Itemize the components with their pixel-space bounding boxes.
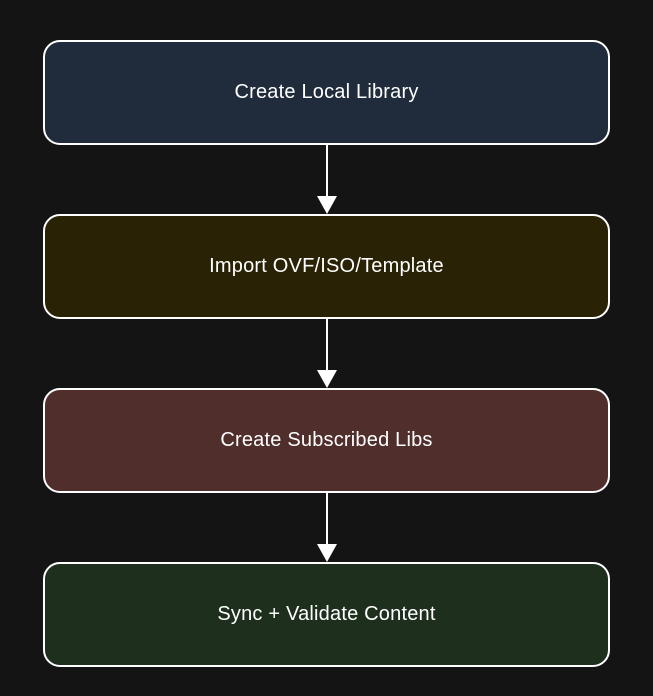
node-label: Create Subscribed Libs xyxy=(220,429,433,451)
node-create-local-library: Create Local Library xyxy=(43,40,610,145)
node-import-ovf-iso-template: Import OVF/ISO/Template xyxy=(43,214,610,319)
arrow-head-icon xyxy=(316,196,337,214)
arrow-down-1 xyxy=(316,145,337,214)
arrow-line xyxy=(325,319,328,370)
node-create-subscribed-libs: Create Subscribed Libs xyxy=(43,388,610,493)
arrow-line xyxy=(325,145,328,196)
node-sync-validate-content: Sync + Validate Content xyxy=(43,562,610,667)
node-label: Sync + Validate Content xyxy=(217,603,436,625)
arrow-head-icon xyxy=(316,544,337,562)
arrow-down-3 xyxy=(316,493,337,562)
arrow-line xyxy=(325,493,328,544)
node-label: Import OVF/ISO/Template xyxy=(209,255,444,277)
arrow-head-icon xyxy=(316,370,337,388)
node-label: Create Local Library xyxy=(234,81,419,103)
arrow-down-2 xyxy=(316,319,337,388)
